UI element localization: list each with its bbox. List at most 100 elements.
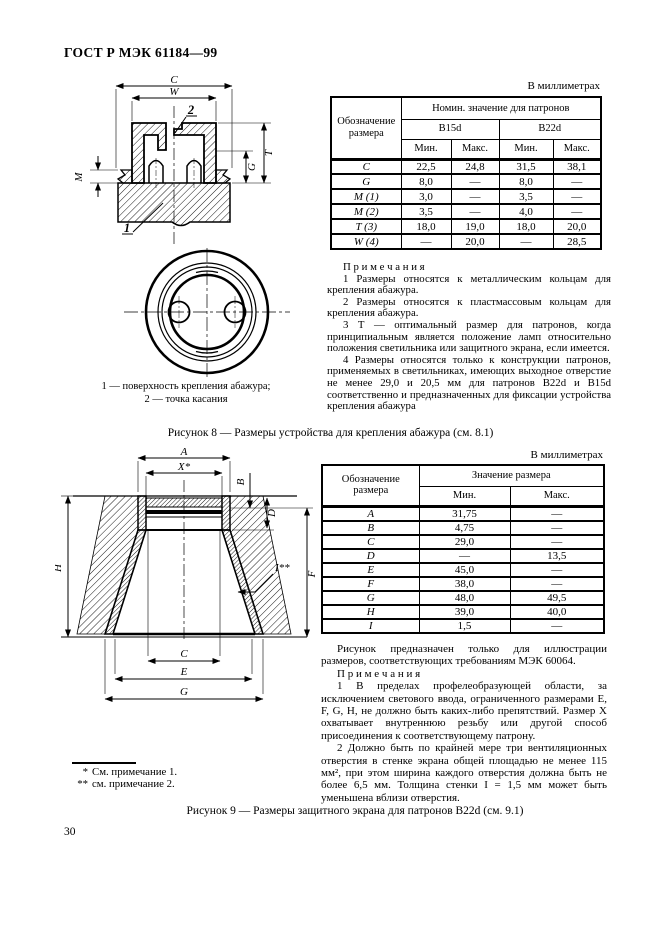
dim-label-b: B — [235, 478, 247, 485]
table2-header-max: Макс. — [509, 485, 605, 507]
dim-label-c2: C — [180, 648, 188, 660]
dim-label-h: H — [55, 563, 64, 573]
table-row: H 39,0 40,0 — [321, 603, 605, 619]
dim-label-e: E — [180, 666, 188, 678]
dim-label-f: F — [306, 570, 318, 578]
part-label-1: 1 — [124, 221, 130, 235]
outer-ring — [144, 249, 270, 375]
footnote-rule — [72, 762, 136, 764]
table1-header-b15d: B15d — [400, 118, 500, 140]
footnote-1: * См. примечание 1. — [72, 766, 292, 779]
cell: 20,0 — [450, 233, 500, 250]
dim-name: M (1) — [330, 188, 402, 205]
footnote-2: ** см. примечание 2. — [72, 778, 292, 791]
cell: 3,5 — [400, 203, 452, 220]
flange-left — [116, 169, 133, 184]
cell: 13,5 — [509, 547, 605, 563]
notes-block-2: Рисунок предназначен только для иллюстра… — [321, 643, 607, 804]
notes-title: П р и м е ч а н и я — [343, 261, 425, 273]
table1-header-min: Мин. — [498, 138, 554, 160]
cell: 18,0 — [498, 218, 554, 235]
doc-header: ГОСТ Р МЭК 61184—99 — [64, 45, 218, 60]
cell: 38,0 — [418, 575, 511, 591]
cell: 4,75 — [418, 519, 511, 535]
cell: 19,0 — [450, 218, 500, 235]
dim-label-g2: G — [180, 686, 188, 698]
cell: 28,5 — [552, 233, 602, 250]
table-row: M (2) 3,5 — 4,0 — — [330, 203, 602, 220]
cell: — — [400, 233, 452, 250]
page-number: 30 — [64, 826, 76, 838]
cell: 45,0 — [418, 561, 511, 577]
cell: 22,5 — [400, 157, 452, 175]
table2-header-min: Мин. — [418, 485, 511, 507]
table-row: E 45,0 — — [321, 561, 605, 577]
dim-name: G — [321, 589, 420, 605]
table-row: G 8,0 — 8,0 — — [330, 173, 602, 190]
table-row: G 48,0 49,5 — [321, 589, 605, 605]
dim-label-t: T — [263, 149, 275, 156]
bayonet-slot-bottom — [195, 350, 219, 354]
dim-name: E — [321, 561, 420, 577]
dim-label-c: C — [170, 76, 178, 86]
figure8-legend: 1 — поверхность крепления абажура; 2 — т… — [46, 380, 326, 406]
cell: 1,5 — [418, 617, 511, 633]
units-label-2: В миллиметрах — [530, 449, 603, 461]
cell: — — [509, 533, 605, 549]
dim-name: D — [321, 547, 420, 563]
dim-name: A — [321, 504, 420, 521]
cell: — — [509, 575, 605, 591]
table-row: D — 13,5 — [321, 547, 605, 563]
dim-name: B — [321, 519, 420, 535]
table1-header-max: Макс. — [450, 138, 500, 160]
table-row: B 4,75 — — [321, 519, 605, 535]
table-row: C 22,5 24,8 31,5 38,1 — [330, 157, 602, 175]
dim-name: C — [321, 533, 420, 549]
cell: — — [450, 173, 500, 190]
table-row: A 31,75 — — [321, 504, 605, 521]
cone-wall-right — [220, 529, 265, 635]
cell: 8,0 — [400, 173, 452, 190]
cell: 40,0 — [509, 603, 605, 619]
table-row: W (4) — 20,0 — 28,5 — [330, 233, 602, 250]
footnote-text: См. примечание 1. — [92, 765, 178, 778]
table-row: F 38,0 — — [321, 575, 605, 591]
flange-right — [215, 169, 232, 184]
cell: — — [509, 519, 605, 535]
figure8-section-drawing: C W M T G 2 1 — [73, 76, 275, 244]
dim-name: I — [321, 617, 420, 633]
cell: 3,0 — [400, 188, 452, 205]
dim-label-w: W — [169, 86, 179, 98]
table-row: C 29,0 — — [321, 533, 605, 549]
cell: — — [509, 504, 605, 521]
cell: 48,0 — [418, 589, 511, 605]
cell: 38,1 — [552, 157, 602, 175]
cell: 31,75 — [418, 504, 511, 521]
neck-wall-left — [137, 495, 147, 531]
cell: 4,0 — [498, 203, 554, 220]
cell: — — [509, 617, 605, 633]
cell: 20,0 — [552, 218, 602, 235]
dim-label-i: I** — [274, 562, 290, 574]
footnote-marker: ** — [77, 778, 88, 791]
cell: — — [552, 173, 602, 190]
cell: 24,8 — [450, 157, 500, 175]
cell: 49,5 — [509, 589, 605, 605]
note-item: 4 Размеры относятся только к конструкции… — [327, 353, 611, 413]
cell: — — [450, 203, 500, 220]
table1-header-nominal: Номин. значение для патронов — [400, 96, 602, 120]
table-row: M (1) 3,0 — 3,5 — — [330, 188, 602, 205]
dim-label-d: D — [266, 509, 278, 518]
footnote-marker: * — [82, 765, 88, 778]
notes-title: П р и м е ч а н и я — [337, 667, 421, 680]
figure8-bottom-view-drawing — [124, 248, 290, 378]
figure9-screen-drawing: A X* B D H F I** C E G — [55, 446, 318, 703]
dim-name: W (4) — [330, 233, 402, 250]
cell: — — [450, 188, 500, 205]
table1-header-size: Обозначение размера — [330, 96, 402, 160]
cell: — — [552, 188, 602, 205]
dim-name: G — [330, 173, 402, 190]
footnote-text: см. примечание 2. — [92, 778, 175, 791]
figure8-caption: Рисунок 8 — Размеры устройства для крепл… — [167, 427, 494, 439]
notes-block-1: П р и м е ч а н и я 1 Размеры относятся … — [327, 261, 611, 413]
